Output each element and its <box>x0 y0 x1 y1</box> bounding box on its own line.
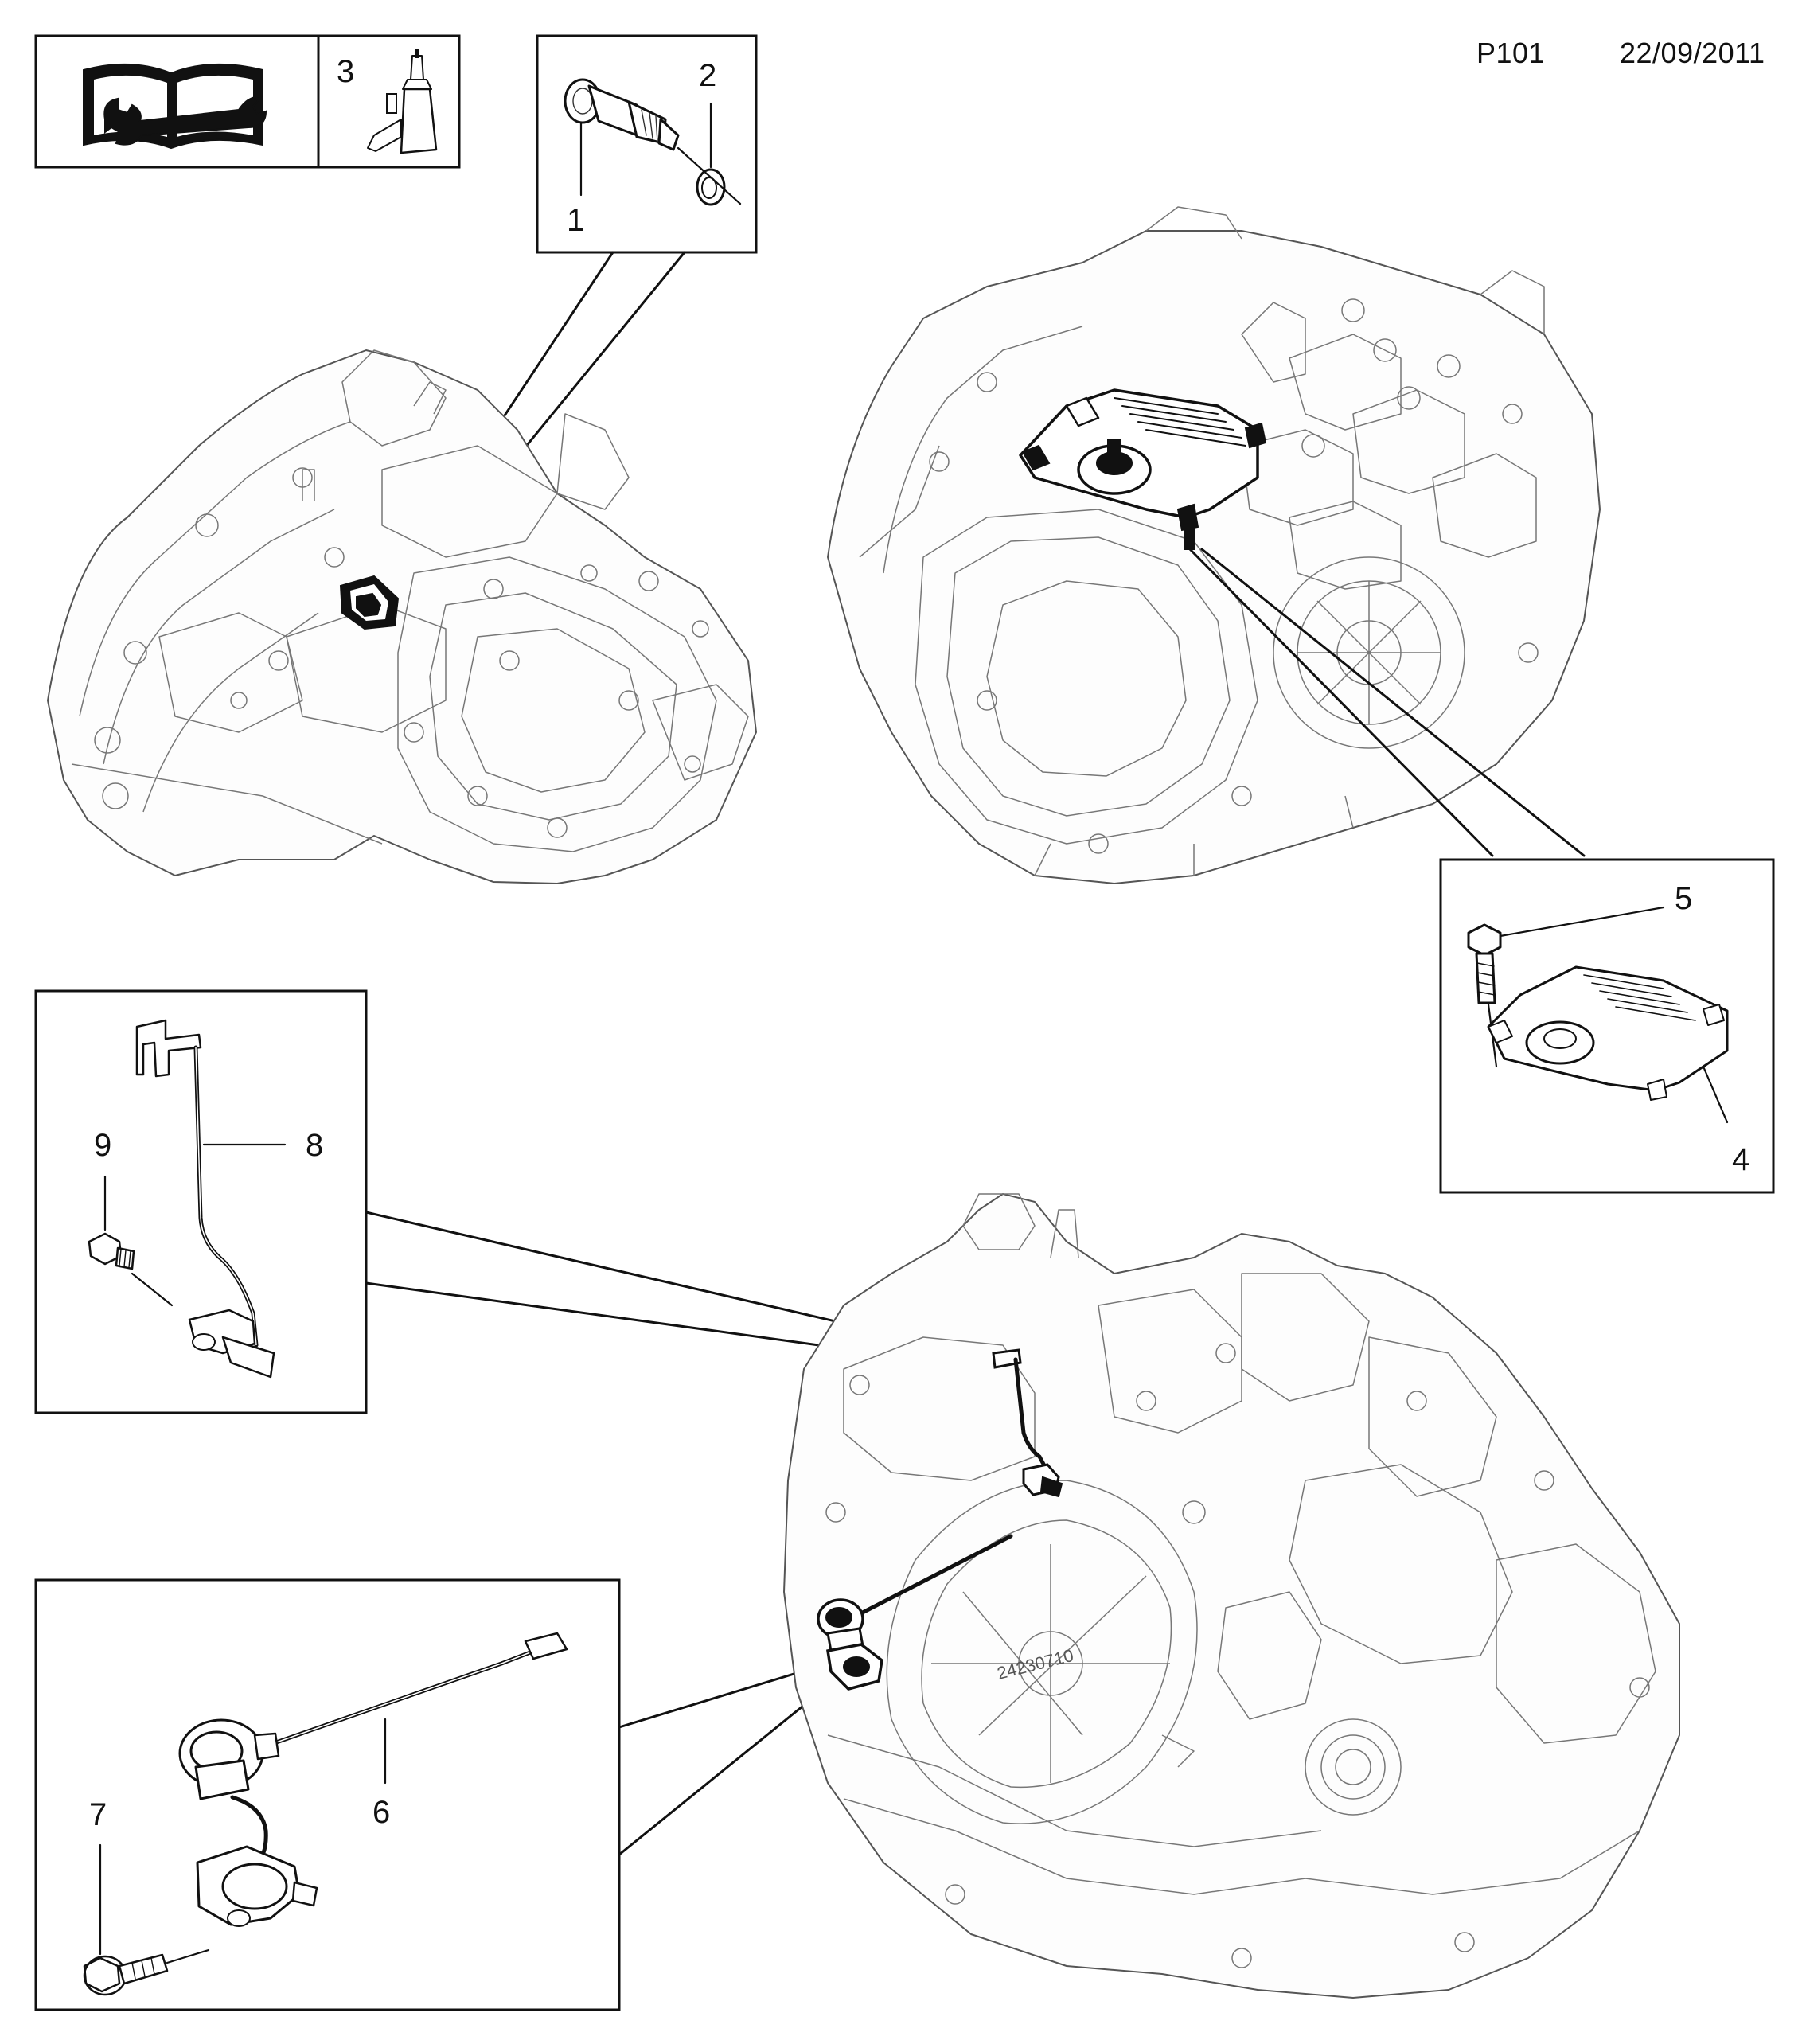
mounting-bolt-9 <box>88 1232 174 1307</box>
sensor-lead-6-installed <box>817 1534 1013 1691</box>
position-switch-installed <box>1019 388 1267 550</box>
detail-box-position-switch: 5 4 <box>1439 858 1775 1194</box>
position-switch-4 <box>1487 965 1729 1101</box>
callout-8: 8 <box>306 1128 323 1163</box>
lower-gearbox-housing: 24230710 <box>783 1193 1680 1999</box>
automatic-gearbox-housing <box>827 206 1601 884</box>
detail-box-input-sensor: 6 7 <box>34 1578 621 2011</box>
sealant-tube-icon: 3 <box>337 49 438 154</box>
page-code: P101 <box>1476 37 1546 69</box>
page-date: 22/09/2011 <box>1620 37 1765 69</box>
sensor-lead-8-installed <box>992 1348 1063 1498</box>
callout-6: 6 <box>372 1795 390 1830</box>
detail-box-switch: 1 2 <box>536 34 758 254</box>
sensor-with-lead-6 <box>178 1632 568 1927</box>
callout-3: 3 <box>337 54 354 89</box>
switch-installed-position <box>339 575 400 630</box>
mounting-bolt-7 <box>83 1948 210 1996</box>
sensor-with-lead-8 <box>135 1019 275 1379</box>
callout-5: 5 <box>1675 881 1692 916</box>
callout-2: 2 <box>699 58 716 93</box>
mounting-bolt-5 <box>1467 923 1502 1068</box>
manual-gearbox-housing <box>47 349 757 884</box>
callout-7: 7 <box>89 1797 107 1832</box>
book-wrench-icon <box>83 63 267 150</box>
sealing-washer <box>677 146 742 206</box>
reversing-light-switch <box>564 78 680 151</box>
callout-4: 4 <box>1732 1142 1749 1177</box>
legend-box: 3 <box>34 34 461 169</box>
callout-1: 1 <box>567 203 584 238</box>
detail-box-speed-sensor: 8 9 <box>34 989 368 1414</box>
callout-9: 9 <box>94 1128 111 1163</box>
